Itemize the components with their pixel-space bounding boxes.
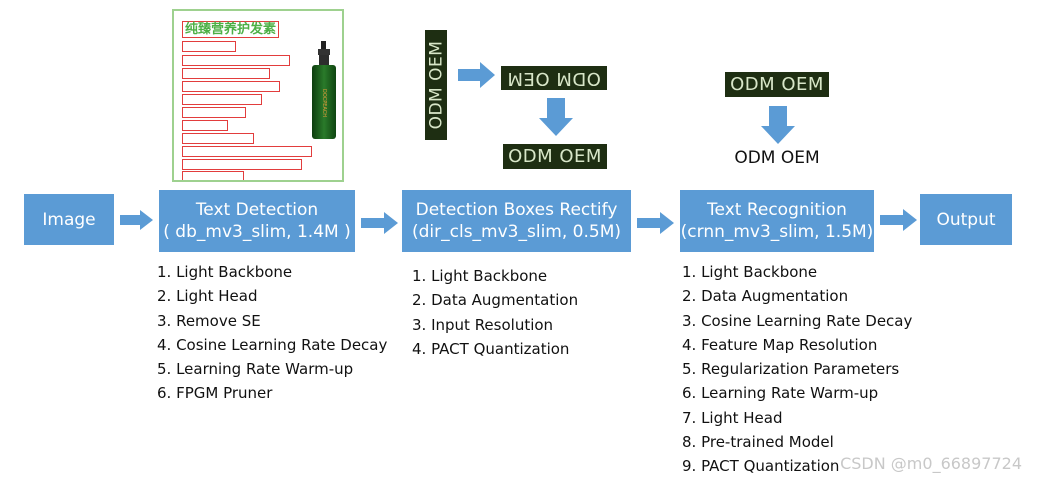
list-item: 2. Light Head [157,287,258,306]
list-item: 9. PACT Quantization [682,457,840,476]
vertical-text-crop: ODM OEM [425,30,447,140]
doc-text-line [182,107,246,118]
bottle-icon: DOCPEACH [310,41,338,139]
text-recognition-box: Text Recognition (crnn_mv3_slim, 1.5M) [680,190,874,252]
vertical-crop-text: ODM OEM [426,40,446,130]
list-item: 4. Feature Map Resolution [682,335,878,354]
doc-text-line [182,146,312,157]
list-item: 2. Data Augmentation [682,287,849,306]
text-detection-subtitle: ( db_mv3_slim, 1.4M ) [163,222,351,242]
recognition-crop-text: ODM OEM [730,74,824,95]
image-input-label: Image [42,209,96,230]
image-input-box: Image [24,194,114,245]
output-label: Output [936,209,996,230]
doc-text-line [182,171,244,180]
list-item: 2. Data Augmentation [412,291,579,310]
rectify-subtitle: (dir_cls_mv3_slim, 0.5M) [411,222,621,242]
arrow-right-icon [458,62,495,88]
list-item: 1. Light Backbone [157,263,293,281]
list-item: 3. Input Resolution [412,315,554,334]
document-heading: 纯臻营养护发素 [182,21,280,38]
watermark: CSDN @m0_66897724 [840,454,1022,473]
list-item: 1. Light Backbone [412,267,548,285]
arrow-right-icon [880,209,917,231]
list-item: 8. Pre-trained Model [682,433,834,452]
recognized-text: ODM OEM [734,148,820,168]
doc-text-line [182,81,280,92]
recognition-input-crop: ODM OEM [725,72,829,97]
output-box: Output [920,194,1012,245]
arrow-right-icon [361,212,398,234]
text-detection-box: Text Detection ( db_mv3_slim, 1.4M ) [159,190,355,252]
text-recognition-title: Text Recognition [707,200,847,220]
flipped-crop-text: ODM OEM [507,67,601,89]
rectified-text-crop: ODM OEM [503,144,607,169]
doc-text-line [182,159,302,170]
doc-text-line [182,120,228,131]
list-item: 6. Learning Rate Warm-up [682,384,879,403]
rectified-crop-text: ODM OEM [508,146,602,167]
list-item: 1. Light Backbone [682,263,818,281]
doc-text-line [182,94,262,105]
list-item: 3. Remove SE [157,311,261,330]
list-item: 6. FPGM Pruner [157,384,273,403]
doc-text-line [182,55,290,66]
detection-boxes-rectify-box: Detection Boxes Rectify (dir_cls_mv3_sli… [402,190,631,252]
list-item: 4. Cosine Learning Rate Decay [157,335,388,354]
list-item: 7. Light Head [682,408,783,427]
text-recognition-techniques: 1. Light Backbone 2. Data Augmentation 3… [682,260,912,479]
arrow-down-icon [539,98,573,136]
list-item: 5. Learning Rate Warm-up [157,360,354,379]
flipped-text-crop: ODM OEM [501,66,607,90]
rectify-title: Detection Boxes Rectify [415,200,618,220]
list-item: 4. PACT Quantization [412,339,570,358]
text-detection-title: Text Detection [195,200,319,220]
arrow-right-icon [637,212,674,234]
list-item: 3. Cosine Learning Rate Decay [682,311,913,330]
doc-text-line [182,133,254,144]
arrow-down-icon [761,106,795,144]
rectify-techniques: 1. Light Backbone 2. Data Augmentation 3… [412,264,578,361]
arrow-right-icon [120,210,153,230]
text-recognition-subtitle: (crnn_mv3_slim, 1.5M) [680,222,874,242]
doc-text-line [182,41,236,52]
doc-text-line [182,68,270,79]
list-item: 5. Regularization Parameters [682,360,900,379]
bottle-label: DOCPEACH [321,88,327,118]
sample-document-image: 纯臻营养护发素 DOCPEACH [172,9,344,182]
text-detection-techniques: 1. Light Backbone 2. Light Head 3. Remov… [157,260,387,406]
